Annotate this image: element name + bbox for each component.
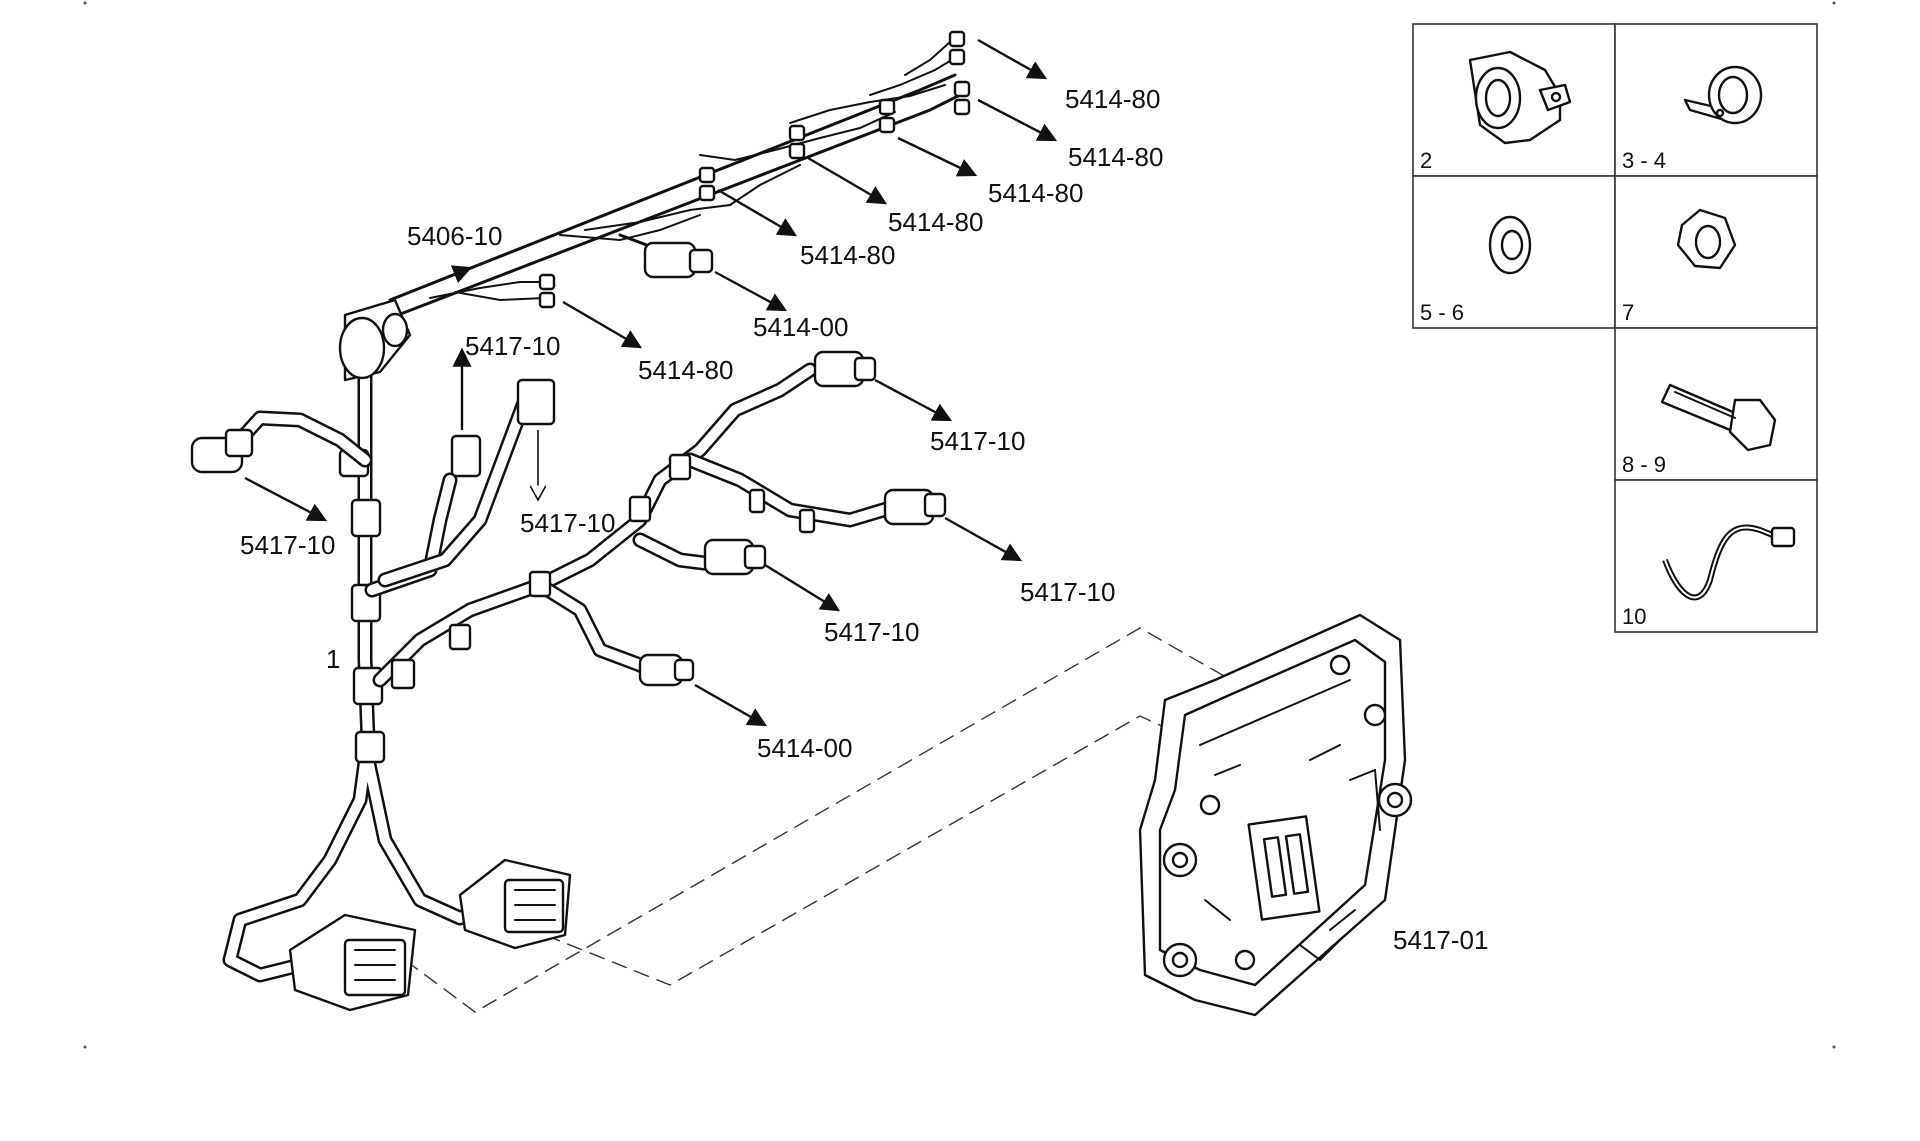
harness-clips xyxy=(390,453,816,690)
plug-connector xyxy=(813,350,877,388)
callout-arrows xyxy=(244,38,1058,727)
plug-connector xyxy=(703,538,767,576)
legend-label: 3 - 4 xyxy=(1622,148,1666,173)
large-connector xyxy=(288,913,417,1012)
plug-connector xyxy=(190,428,254,474)
legend-label: 2 xyxy=(1420,148,1432,173)
legend-label: 8 - 9 xyxy=(1622,452,1666,477)
callout-labels: 5414-80 5414-80 5414-80 5414-80 5414-80 … xyxy=(240,84,1488,955)
legend-label: 10 xyxy=(1622,604,1646,629)
harness-item-number: 1 xyxy=(326,644,340,674)
callout-label: 5417-01 xyxy=(1393,925,1488,955)
callout-label: 5414-00 xyxy=(753,312,848,342)
nut-icon xyxy=(1676,208,1737,270)
parts-legend: 2 3 - 4 5 - 6 7 8 - 9 10 xyxy=(1412,23,1818,633)
terminal-connectors xyxy=(538,30,971,309)
callout-label: 5417-10 xyxy=(824,617,919,647)
round-connector xyxy=(338,298,412,382)
control-module[interactable] xyxy=(1138,613,1413,1017)
callout-label: 5417-10 xyxy=(520,508,615,538)
cable-tie-icon xyxy=(1662,524,1796,601)
bolt-icon xyxy=(1660,383,1777,452)
callout-label: 5414-80 xyxy=(988,178,1083,208)
plug-connector xyxy=(883,488,947,526)
callout-label: 5406-10 xyxy=(407,221,502,251)
callout-label: 5414-80 xyxy=(1068,142,1163,172)
plug-connector xyxy=(638,653,695,687)
legend-label: 7 xyxy=(1622,300,1634,325)
callout-label: 5417-10 xyxy=(1020,577,1115,607)
callout-label: 5417-10 xyxy=(930,426,1025,456)
callout-label: 5414-80 xyxy=(1065,84,1160,114)
corner-marks xyxy=(83,1,1836,1049)
legend-label: 5 - 6 xyxy=(1420,300,1464,325)
callout-label: 5414-80 xyxy=(638,355,733,385)
washer-icon xyxy=(1488,215,1532,275)
plug-connector xyxy=(643,241,714,279)
callout-label: 5417-10 xyxy=(240,530,335,560)
wiring-harness[interactable] xyxy=(190,30,971,1012)
p-clamp-icon xyxy=(1683,65,1763,125)
callout-label: 5414-80 xyxy=(800,240,895,270)
callout-label: 5417-10 xyxy=(465,331,560,361)
large-connector xyxy=(458,858,572,950)
callout-label: 5414-80 xyxy=(888,207,983,237)
clip-bracket-icon xyxy=(1468,50,1572,145)
callout-label: 5414-00 xyxy=(757,733,852,763)
